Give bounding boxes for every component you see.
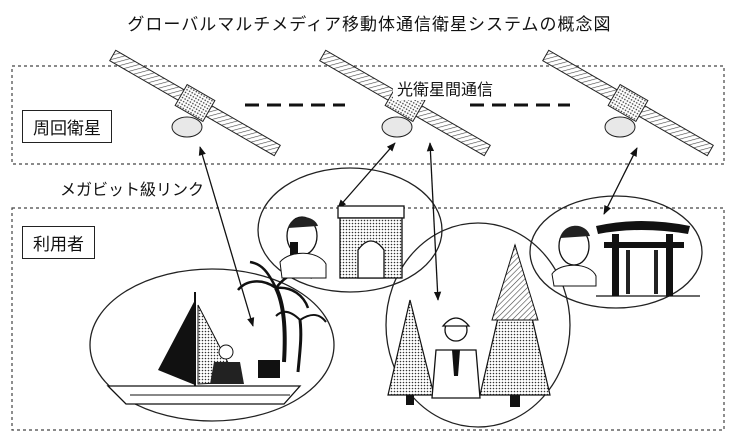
megabit-link-arrow-3 bbox=[426, 142, 442, 301]
pine-tree-icon bbox=[387, 243, 551, 407]
satellite-icon bbox=[542, 49, 714, 157]
palm-tree-icon bbox=[237, 260, 327, 373]
megabit-link-arrow-4 bbox=[603, 147, 638, 215]
satellite-icon bbox=[319, 49, 491, 157]
engineer-icon bbox=[431, 317, 481, 399]
orbit-satellite-label: 周回衛星 bbox=[22, 110, 112, 143]
phone-user-icon bbox=[551, 225, 597, 287]
torii-gate-icon bbox=[596, 221, 700, 297]
phone-user-icon bbox=[279, 216, 327, 279]
users-label: 利用者 bbox=[22, 226, 95, 259]
optical-link-label: 光衛星間通信 bbox=[393, 76, 498, 100]
megabit-link-arrow-1 bbox=[198, 146, 255, 327]
forest-scene-ellipse bbox=[385, 222, 571, 428]
satellite-icon bbox=[109, 49, 281, 157]
megabit-link-label: メガビット級リンク bbox=[56, 176, 209, 200]
megabit-link-arrow-2 bbox=[337, 142, 396, 209]
diagram-title: グローバルマルチメディア移動体通信衛星システムの概念図 bbox=[127, 15, 612, 35]
arc-de-triomphe-icon bbox=[337, 205, 405, 279]
sailboat-icon bbox=[106, 292, 302, 405]
